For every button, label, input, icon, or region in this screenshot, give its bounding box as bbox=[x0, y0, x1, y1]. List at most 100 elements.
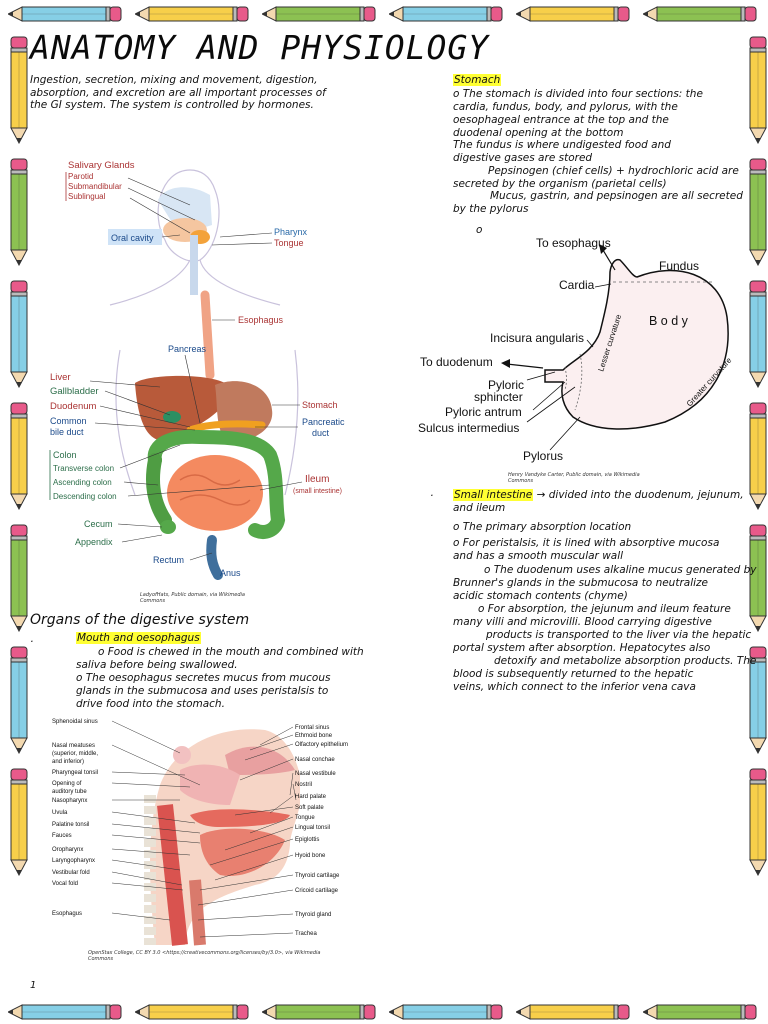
digestive-system-figure: Salivary Glands Parotid Submandibular Su… bbox=[49, 160, 345, 580]
small-intestine-line: blood is subsequently returned to the he… bbox=[453, 668, 694, 680]
organs-heading: Organs of the digestive system bbox=[30, 612, 250, 628]
bullet-dot: · bbox=[430, 490, 434, 502]
head-left-label: and inferior) bbox=[52, 759, 84, 765]
label-pyloric-sphincter-1: Pyloric bbox=[488, 378, 524, 392]
pencil bbox=[516, 1004, 630, 1020]
small-intestine-line: o For peristalsis, it is lined with abso… bbox=[453, 537, 720, 549]
head-left-label: Vestibular fold bbox=[52, 870, 90, 876]
small-intestine-line: portal system after absorption. Hepatocy… bbox=[453, 642, 711, 654]
small-intestine-line: acidic stomach contents (chyme) bbox=[453, 590, 628, 602]
pencil bbox=[643, 1004, 757, 1020]
stray-bullet: o bbox=[476, 224, 483, 236]
label-submandibular: Submandibular bbox=[68, 182, 122, 191]
stomach-line: duodenal opening at the bottom bbox=[453, 127, 624, 139]
label-pylorus: Pylorus bbox=[523, 449, 563, 463]
credit-line: LadyofHats, Public domain, via Wikimedia bbox=[140, 592, 245, 598]
label-ascending-colon: Ascending colon bbox=[53, 478, 112, 487]
pencil bbox=[749, 36, 767, 144]
pencil bbox=[749, 402, 767, 510]
head-left-label: auditory tube bbox=[52, 789, 87, 795]
stomach-line: o The stomach is divided into four secti… bbox=[453, 88, 703, 100]
stomach-line: by the pylorus bbox=[453, 203, 529, 215]
label-liver: Liver bbox=[50, 372, 71, 383]
small-intestine-line: products is transported to the liver via… bbox=[486, 629, 752, 641]
label-descending-colon: Descending colon bbox=[53, 492, 117, 501]
label-cecum: Cecum bbox=[84, 519, 113, 529]
label-body: B o d y bbox=[649, 314, 689, 328]
label-pancreatic-duct-2: duct bbox=[312, 428, 330, 438]
head-left-label: Nasopharynx bbox=[52, 798, 87, 804]
head-figure-credit: OpenStax College, CC BY 3.0 <https://cre… bbox=[88, 950, 321, 962]
head-left-label: Nasal meatuses bbox=[52, 743, 95, 749]
pencil bbox=[10, 36, 28, 144]
head-left-label: Opening of bbox=[52, 781, 82, 787]
label-to-duodenum: To duodenum bbox=[420, 355, 493, 369]
intro-text: Ingestion, secretion, mixing and movemen… bbox=[30, 74, 326, 112]
label-pharynx: Pharynx bbox=[274, 227, 308, 237]
pencil bbox=[749, 646, 767, 754]
pencil bbox=[262, 6, 376, 22]
credit-line: OpenStax College, CC BY 3.0 <https://cre… bbox=[88, 950, 321, 956]
head-right-label: Olfactory epithelium bbox=[295, 742, 348, 748]
stomach-line: secreted by the organism (parietal cells… bbox=[453, 178, 667, 190]
mouth-line-4: glands in the submucosa and uses perista… bbox=[76, 685, 329, 697]
pencil bbox=[262, 1004, 376, 1020]
stomach-line: The fundus is where undigested food and bbox=[453, 139, 671, 151]
head-left-label: Fauces bbox=[52, 833, 72, 839]
label-salivary-glands: Salivary Glands bbox=[68, 160, 135, 171]
small-intestine-heading-rest: → divided into the duodenum, jejunum, bbox=[536, 489, 744, 501]
stomach-figure-credit: Henry Vandyke Carter, Public domain, via… bbox=[508, 472, 640, 484]
small-intestine-line: and has a smooth muscular wall bbox=[453, 550, 624, 562]
label-sublingual: Sublingual bbox=[68, 192, 106, 201]
head-right-label: Tongue bbox=[295, 815, 315, 821]
page-title: ANATOMY AND PHYSIOLOGY bbox=[30, 28, 490, 67]
head-left-label: Uvula bbox=[52, 810, 68, 816]
label-pancreas: Pancreas bbox=[168, 344, 207, 354]
head-left-label: Vocal fold bbox=[52, 881, 78, 887]
head-right-label: Thyroid cartilage bbox=[295, 873, 340, 879]
small-intestine-heading-rest-2: and ileum bbox=[453, 502, 506, 514]
head-left-label: Esophagus bbox=[52, 911, 82, 917]
head-left-label: Laryngopharynx bbox=[52, 858, 95, 864]
label-common-bile-duct-1: Common bbox=[50, 416, 87, 426]
label-transverse-colon: Transverse colon bbox=[53, 464, 114, 473]
label-tongue: Tongue bbox=[274, 238, 304, 248]
label-cardia: Cardia bbox=[559, 278, 595, 292]
small-intestine-line: veins, which connect to the inferior ven… bbox=[453, 681, 696, 693]
label-small-intestine: (small intestine) bbox=[293, 488, 342, 495]
mouth-line-1: o Food is chewed in the mouth and combin… bbox=[98, 646, 364, 658]
label-to-esophagus: To esophagus bbox=[536, 236, 611, 250]
pencil bbox=[643, 6, 757, 22]
small-intestine-line: detoxify and metabolize absorption produ… bbox=[494, 655, 757, 667]
small-intestine-line: many villi and microvilli. Blood carryin… bbox=[453, 616, 712, 628]
label-duodenum: Duodenum bbox=[50, 401, 97, 412]
credit-line: Henry Vandyke Carter, Public domain, via… bbox=[508, 472, 640, 478]
credit-line: Commons bbox=[508, 478, 534, 484]
pencil bbox=[10, 524, 28, 632]
pencil bbox=[749, 158, 767, 266]
mouth-line-5: drive food into the stomach. bbox=[76, 698, 225, 710]
stomach-line: Pepsinogen (chief cells) + hydrochloric … bbox=[488, 165, 739, 177]
bullet-dot: · bbox=[30, 636, 34, 648]
credit-line: Commons bbox=[140, 598, 166, 604]
pencil bbox=[10, 158, 28, 266]
label-parotid: Parotid bbox=[68, 172, 93, 181]
label-fundus: Fundus bbox=[659, 259, 699, 273]
pencil bbox=[8, 6, 122, 22]
label-pyloric-antrum: Pyloric antrum bbox=[445, 405, 522, 419]
pencil bbox=[135, 1004, 249, 1020]
head-right-label: Ethmoid bone bbox=[295, 733, 333, 739]
pencil bbox=[10, 646, 28, 754]
label-colon: Colon bbox=[53, 450, 77, 460]
head-right-label: Nostril bbox=[295, 782, 312, 788]
small-intestine-line: Brunner's glands in the submucosa to neu… bbox=[453, 577, 709, 589]
label-esophagus: Esophagus bbox=[238, 315, 284, 325]
head-right-label: Frontal sinus bbox=[295, 725, 329, 731]
head-left-label: Oropharynx bbox=[52, 847, 83, 853]
pencil bbox=[389, 6, 503, 22]
head-left-label: Sphenoidal sinus bbox=[52, 719, 98, 725]
label-oral-cavity: Oral cavity bbox=[111, 233, 154, 243]
head-right-label: Nasal vestibule bbox=[295, 771, 336, 777]
stomach-line: cardia, fundus, body, and pylorus, with … bbox=[453, 101, 678, 113]
